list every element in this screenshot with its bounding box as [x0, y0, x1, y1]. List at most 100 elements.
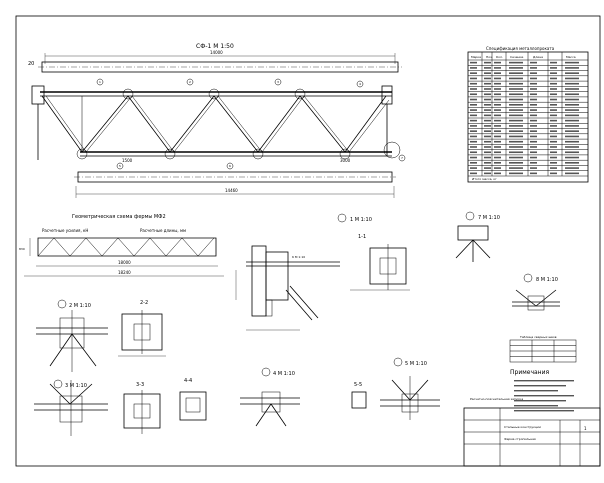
- view-1-detail: 1 М 1:10 1-1: [235, 213, 410, 331]
- spec-cell-text: [550, 130, 557, 132]
- spec-cell-text: [484, 146, 491, 148]
- spec-cell-text: [530, 162, 537, 164]
- spec-cell-text: [550, 125, 557, 127]
- spec-cell-text: [484, 67, 491, 69]
- title-block-sheet: 1: [584, 426, 587, 431]
- spec-cell-text: [509, 104, 523, 106]
- note-line: [514, 410, 574, 412]
- truss-web: [41, 95, 390, 153]
- spec-cell-text: [509, 98, 523, 101]
- spec-cell-text: [494, 151, 501, 154]
- spec-cell-text: [494, 67, 501, 69]
- right-support-node: [381, 85, 393, 105]
- section-1-1: 1-1: [358, 234, 366, 240]
- spec-table: Спецификация металлопроката Марка Поз. К…: [467, 46, 589, 183]
- spec-cell-text: [565, 98, 579, 101]
- spec-cell-text: [565, 114, 579, 117]
- spec-cell-text: [530, 130, 537, 132]
- view-4-detail: 4-4 4 М 1:10: [179, 367, 300, 427]
- main-title: СФ-1 М 1:50: [196, 43, 234, 50]
- title-block: Расчетно-пояснительная записка Стальные …: [463, 397, 601, 467]
- notes-block: Примечания: [510, 369, 574, 412]
- spec-cell-text: [470, 109, 477, 111]
- spec-cell-text: [530, 77, 537, 80]
- spec-cell-text: [550, 135, 557, 138]
- spec-cell-text: [550, 162, 557, 164]
- dim-right: 3000: [340, 158, 351, 163]
- spec-cell-text: [494, 125, 501, 127]
- svg-text:Кол.: Кол.: [496, 55, 503, 59]
- spec-cell-text: [509, 88, 523, 90]
- spec-cell-text: [565, 162, 579, 164]
- spec-cell-text: [530, 167, 537, 169]
- title-block-line1: Стальные конструкции: [504, 425, 541, 429]
- spec-cell-text: [565, 61, 579, 64]
- spec-cell-text: [550, 88, 557, 90]
- dim-bottom: 14460: [225, 188, 238, 193]
- view-8-title: 8 М 1:10: [536, 277, 558, 283]
- spec-cell-text: [484, 93, 491, 96]
- spec-cell-text: [550, 98, 557, 101]
- spec-cell-text: [494, 98, 501, 101]
- section-4-4: 4-4: [184, 378, 192, 384]
- spec-cell-text: [509, 162, 523, 164]
- spec-table-footer: Итого масса, кг: [472, 177, 497, 181]
- schema-height: 830: [19, 247, 25, 251]
- spec-table-title: Спецификация металлопроката: [486, 46, 555, 51]
- spec-cell-text: [509, 119, 523, 122]
- spec-cell-text: [484, 72, 491, 74]
- note-line: [514, 400, 566, 402]
- section-5-5: 5-5: [354, 382, 362, 388]
- spec-cell-text: [550, 151, 557, 154]
- bottom-chord-plan: [77, 171, 393, 183]
- spec-cell-text: [494, 72, 501, 74]
- spec-cell-text: [470, 104, 477, 106]
- schema-left-label: Расчетные усилия, кН: [42, 228, 88, 233]
- spec-cell-text: [530, 156, 537, 159]
- spec-cell-text: [530, 67, 537, 69]
- node-callouts: 1 2 3 4 5 6 7: [96, 78, 406, 170]
- section-2-2-detail: 2-2: [118, 300, 166, 357]
- spec-cell-text: [494, 119, 501, 122]
- spec-cell-text: [484, 109, 491, 111]
- spec-cell-text: [550, 140, 557, 143]
- spec-cell-text: [565, 104, 579, 106]
- spec-cell-text: [470, 119, 477, 122]
- spec-cell-text: [509, 72, 523, 74]
- spec-cell-text: [530, 93, 537, 96]
- view-5-title: 5 М 1:10: [405, 361, 427, 367]
- view-8-detail: 8 М 1:10: [512, 273, 560, 311]
- spec-cell-text: [530, 119, 537, 122]
- weld-table: Таблица сварных швов: [509, 335, 577, 363]
- spec-cell-text: [470, 172, 477, 175]
- spec-cell-text: [470, 125, 477, 127]
- weld-table-title: Таблица сварных швов: [519, 335, 557, 339]
- view-5-detail: 5-5 5 М 1:10: [351, 357, 440, 420]
- spec-cell-text: [470, 151, 477, 154]
- spec-cell-text: [565, 93, 579, 96]
- spec-cell-text: [494, 104, 501, 106]
- spec-cell-text: [550, 156, 557, 159]
- spec-cell-text: [470, 135, 477, 138]
- spec-cell-text: [530, 88, 537, 90]
- svg-text:6: 6: [229, 164, 231, 168]
- spec-cell-text: [494, 77, 501, 80]
- spec-cell-text: [494, 156, 501, 159]
- spec-cell-text: [565, 172, 579, 175]
- view-2-detail: 2 М 1:10: [36, 299, 108, 372]
- spec-cell-text: [509, 82, 523, 85]
- spec-cell-text: [565, 146, 579, 148]
- spec-cell-text: [470, 156, 477, 159]
- spec-cell-text: [470, 72, 477, 74]
- spec-cell-text: [484, 77, 491, 80]
- spec-cell-text: [565, 135, 579, 138]
- spec-cell-text: [530, 109, 537, 111]
- spec-cell-text: [509, 146, 523, 148]
- spec-cell-text: [470, 93, 477, 96]
- spec-cell-text: [484, 130, 491, 132]
- spec-cell-text: [565, 82, 579, 85]
- spec-cell-text: [565, 72, 579, 74]
- svg-text:Масса: Масса: [566, 55, 576, 59]
- spec-cell-text: [550, 119, 557, 122]
- view-6-label: 6 М 1:10: [292, 255, 305, 259]
